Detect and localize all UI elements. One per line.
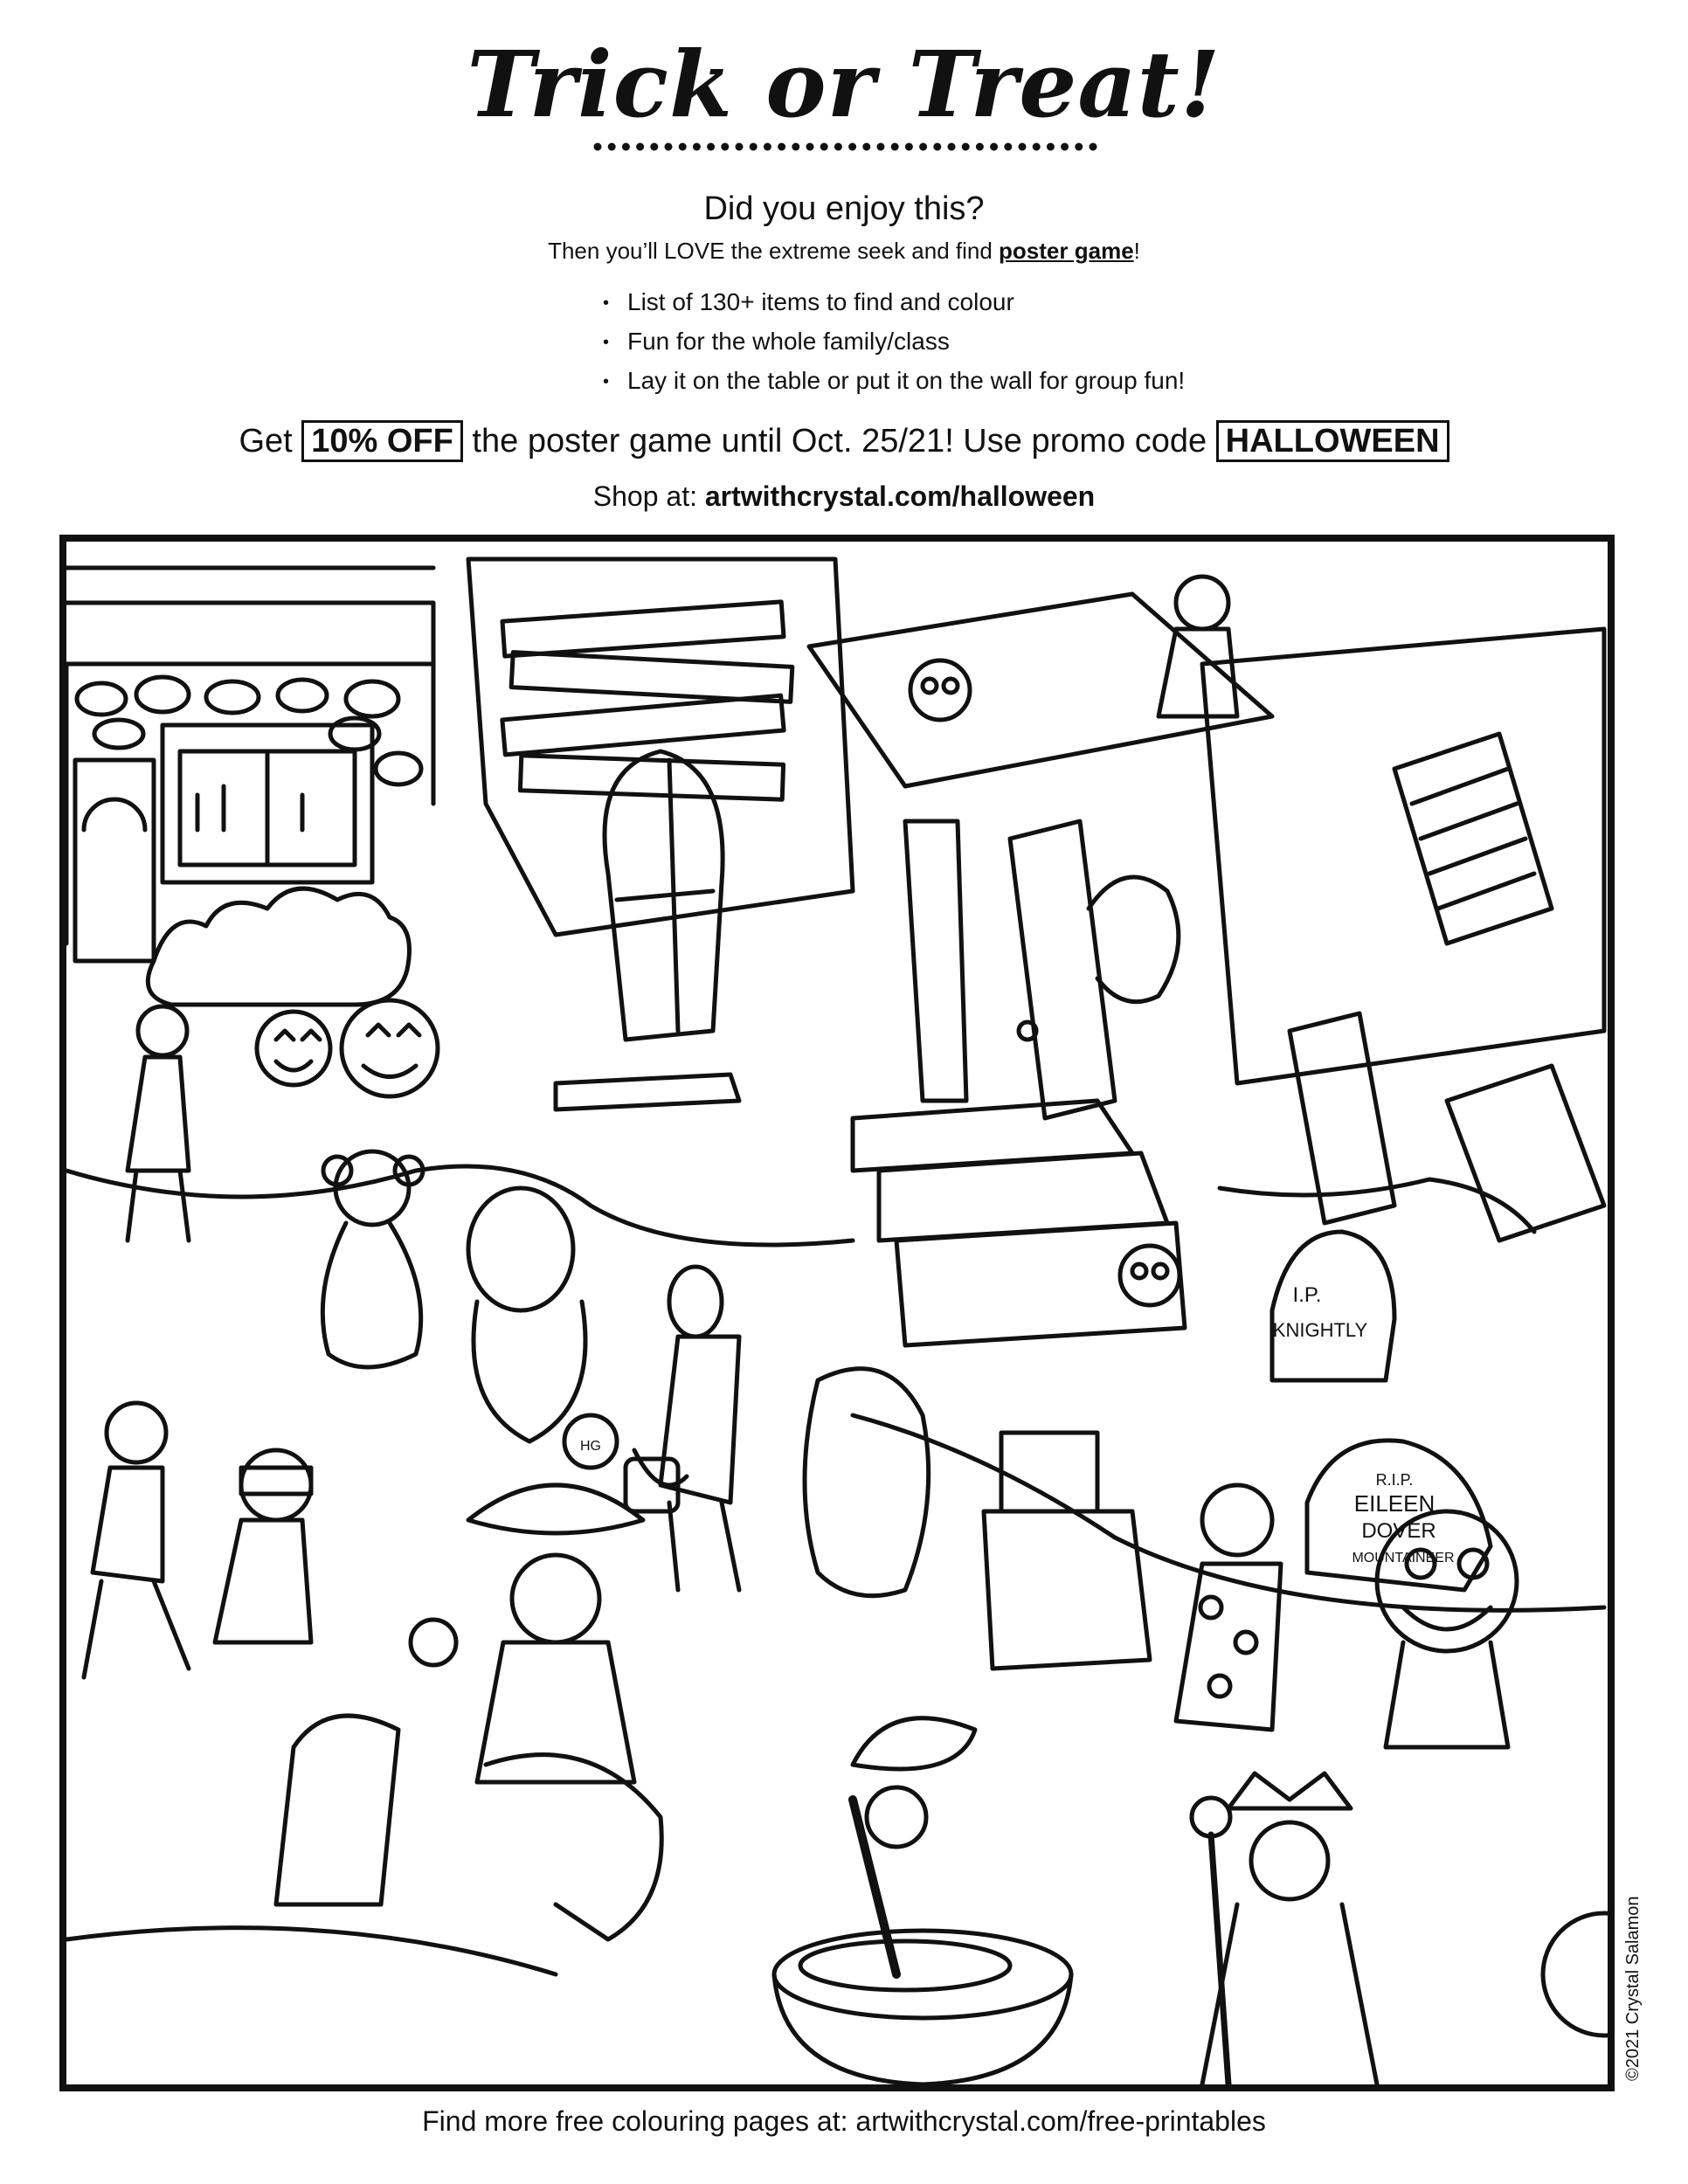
feature-item: Fun for the whole family/class — [603, 328, 1185, 356]
tombstone-2-line-4: MOUNTAINEER — [1352, 1551, 1454, 1565]
underline-dot — [607, 142, 616, 151]
promo-code-badge: HALLOWEEN — [1215, 420, 1449, 462]
coloring-illustration: I.P. KNIGHTLY R.I.P. EILEEN DOVER MOUNTA… — [59, 535, 1615, 2091]
underline-dot — [636, 142, 645, 151]
right-house: I.P. KNIGHTLY R.I.P. EILEEN DOVER MOUNTA… — [1117, 626, 1607, 1593]
underline-dot — [820, 142, 828, 151]
underline-dot — [707, 142, 716, 151]
offer-middle: the poster game until Oct. 25/21! Use pr… — [462, 423, 1216, 460]
underline-dot — [1061, 142, 1069, 151]
footer-link-line: Find more free colouring pages at: artwi… — [422, 2105, 1266, 2137]
underline-dot — [919, 142, 928, 151]
underline-dot — [975, 142, 984, 151]
underline-dot — [1089, 142, 1097, 151]
offer-prefix: Get — [239, 423, 302, 460]
page-title: Trick or Treat! — [467, 31, 1221, 138]
discount-offer: Get 10% OFF the poster game until Oct. 2… — [0, 420, 1688, 462]
tombstone-2-line-1: R.I.P. — [1376, 1471, 1414, 1489]
underline-dot — [792, 142, 800, 151]
underline-dot — [1004, 142, 1013, 151]
underline-dot — [678, 142, 687, 151]
underline-dot — [778, 142, 786, 151]
underline-dot — [664, 142, 673, 151]
shop-link[interactable]: artwithcrystal.com/halloween — [704, 480, 1096, 512]
underline-dot — [763, 142, 771, 151]
underline-dot — [834, 142, 842, 151]
underline-dot — [650, 142, 659, 151]
copyright-credit: ©2021 Crystal Salamon — [1623, 1896, 1643, 2081]
shop-line: Shop at: artwithcrystal.com/halloween — [0, 480, 1688, 513]
feature-item: List of 130+ items to find and colour — [603, 288, 1185, 317]
underline-dot — [692, 142, 701, 151]
feature-item: Lay it on the table or put it on the wal… — [603, 367, 1185, 396]
tombstone-1-line-1: I.P. — [1293, 1283, 1322, 1307]
shop-label: Shop at: — [592, 480, 705, 512]
bushes-and-pumpkins — [145, 886, 440, 1099]
underline-dot — [961, 142, 970, 151]
underline-dot — [593, 142, 602, 151]
underline-dot — [990, 142, 999, 151]
crooked-house — [466, 556, 1275, 1348]
underline-dot — [1018, 142, 1027, 151]
underline-dot — [621, 142, 630, 151]
underline-dot — [1032, 142, 1041, 151]
title-dotted-underline — [593, 142, 1097, 151]
underline-dot — [1046, 142, 1055, 151]
promo-line: Then you’ll LOVE the extreme seek and fi… — [0, 238, 1688, 265]
enjoy-question: Did you enjoy this? — [703, 190, 985, 227]
ground-path — [66, 1164, 1607, 1613]
discount-badge: 10% OFF — [301, 420, 463, 462]
left-house — [66, 565, 436, 964]
tombstone-1-line-2: KNIGHTLY — [1273, 1319, 1368, 1341]
promo-prefix: Then you’ll LOVE the extreme seek and fi… — [548, 238, 1000, 264]
poster-game-link[interactable]: poster game — [999, 238, 1134, 264]
underline-dot — [721, 142, 730, 151]
feature-list: List of 130+ items to find and colour Fu… — [603, 288, 1185, 406]
underline-dot — [904, 142, 913, 151]
underline-dot — [1075, 142, 1083, 151]
underline-dot — [806, 142, 814, 151]
underline-dot — [876, 142, 885, 151]
underline-dot — [933, 142, 942, 151]
underline-dot — [749, 142, 758, 151]
underline-dot — [735, 142, 744, 151]
tombstone-2-line-2: EILEEN — [1354, 1490, 1435, 1517]
underline-dot — [848, 142, 857, 151]
trick-or-treaters: HG — [66, 574, 1608, 2084]
underline-dot — [947, 142, 956, 151]
promo-suffix: ! — [1133, 238, 1140, 264]
underline-dot — [862, 142, 871, 151]
bag-label: HG — [580, 1439, 601, 1454]
underline-dot — [890, 142, 899, 151]
